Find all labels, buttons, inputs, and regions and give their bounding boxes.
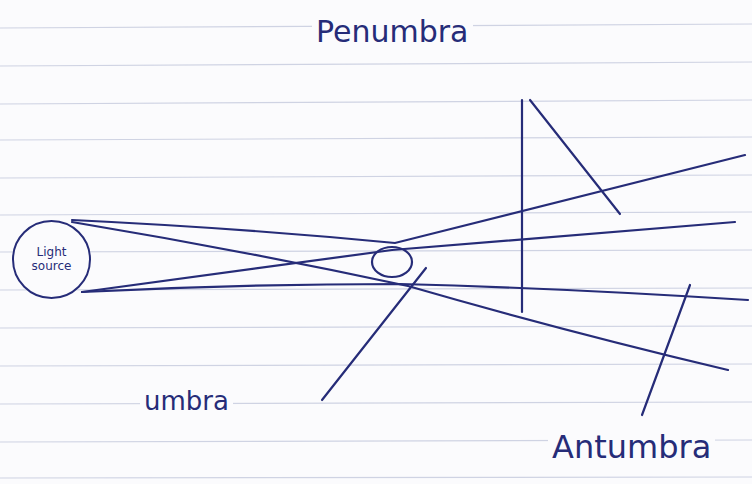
light-source-circle: Light source [12, 220, 91, 299]
region-label: Antumbra [548, 428, 715, 466]
ruled-lines [0, 24, 752, 478]
region-label: Penumbra [312, 14, 473, 50]
node-text: Light source [26, 246, 78, 274]
region-label: umbra [140, 386, 233, 417]
leader-lines [322, 100, 690, 415]
light-rays [72, 155, 748, 370]
opaque-object [372, 247, 412, 277]
